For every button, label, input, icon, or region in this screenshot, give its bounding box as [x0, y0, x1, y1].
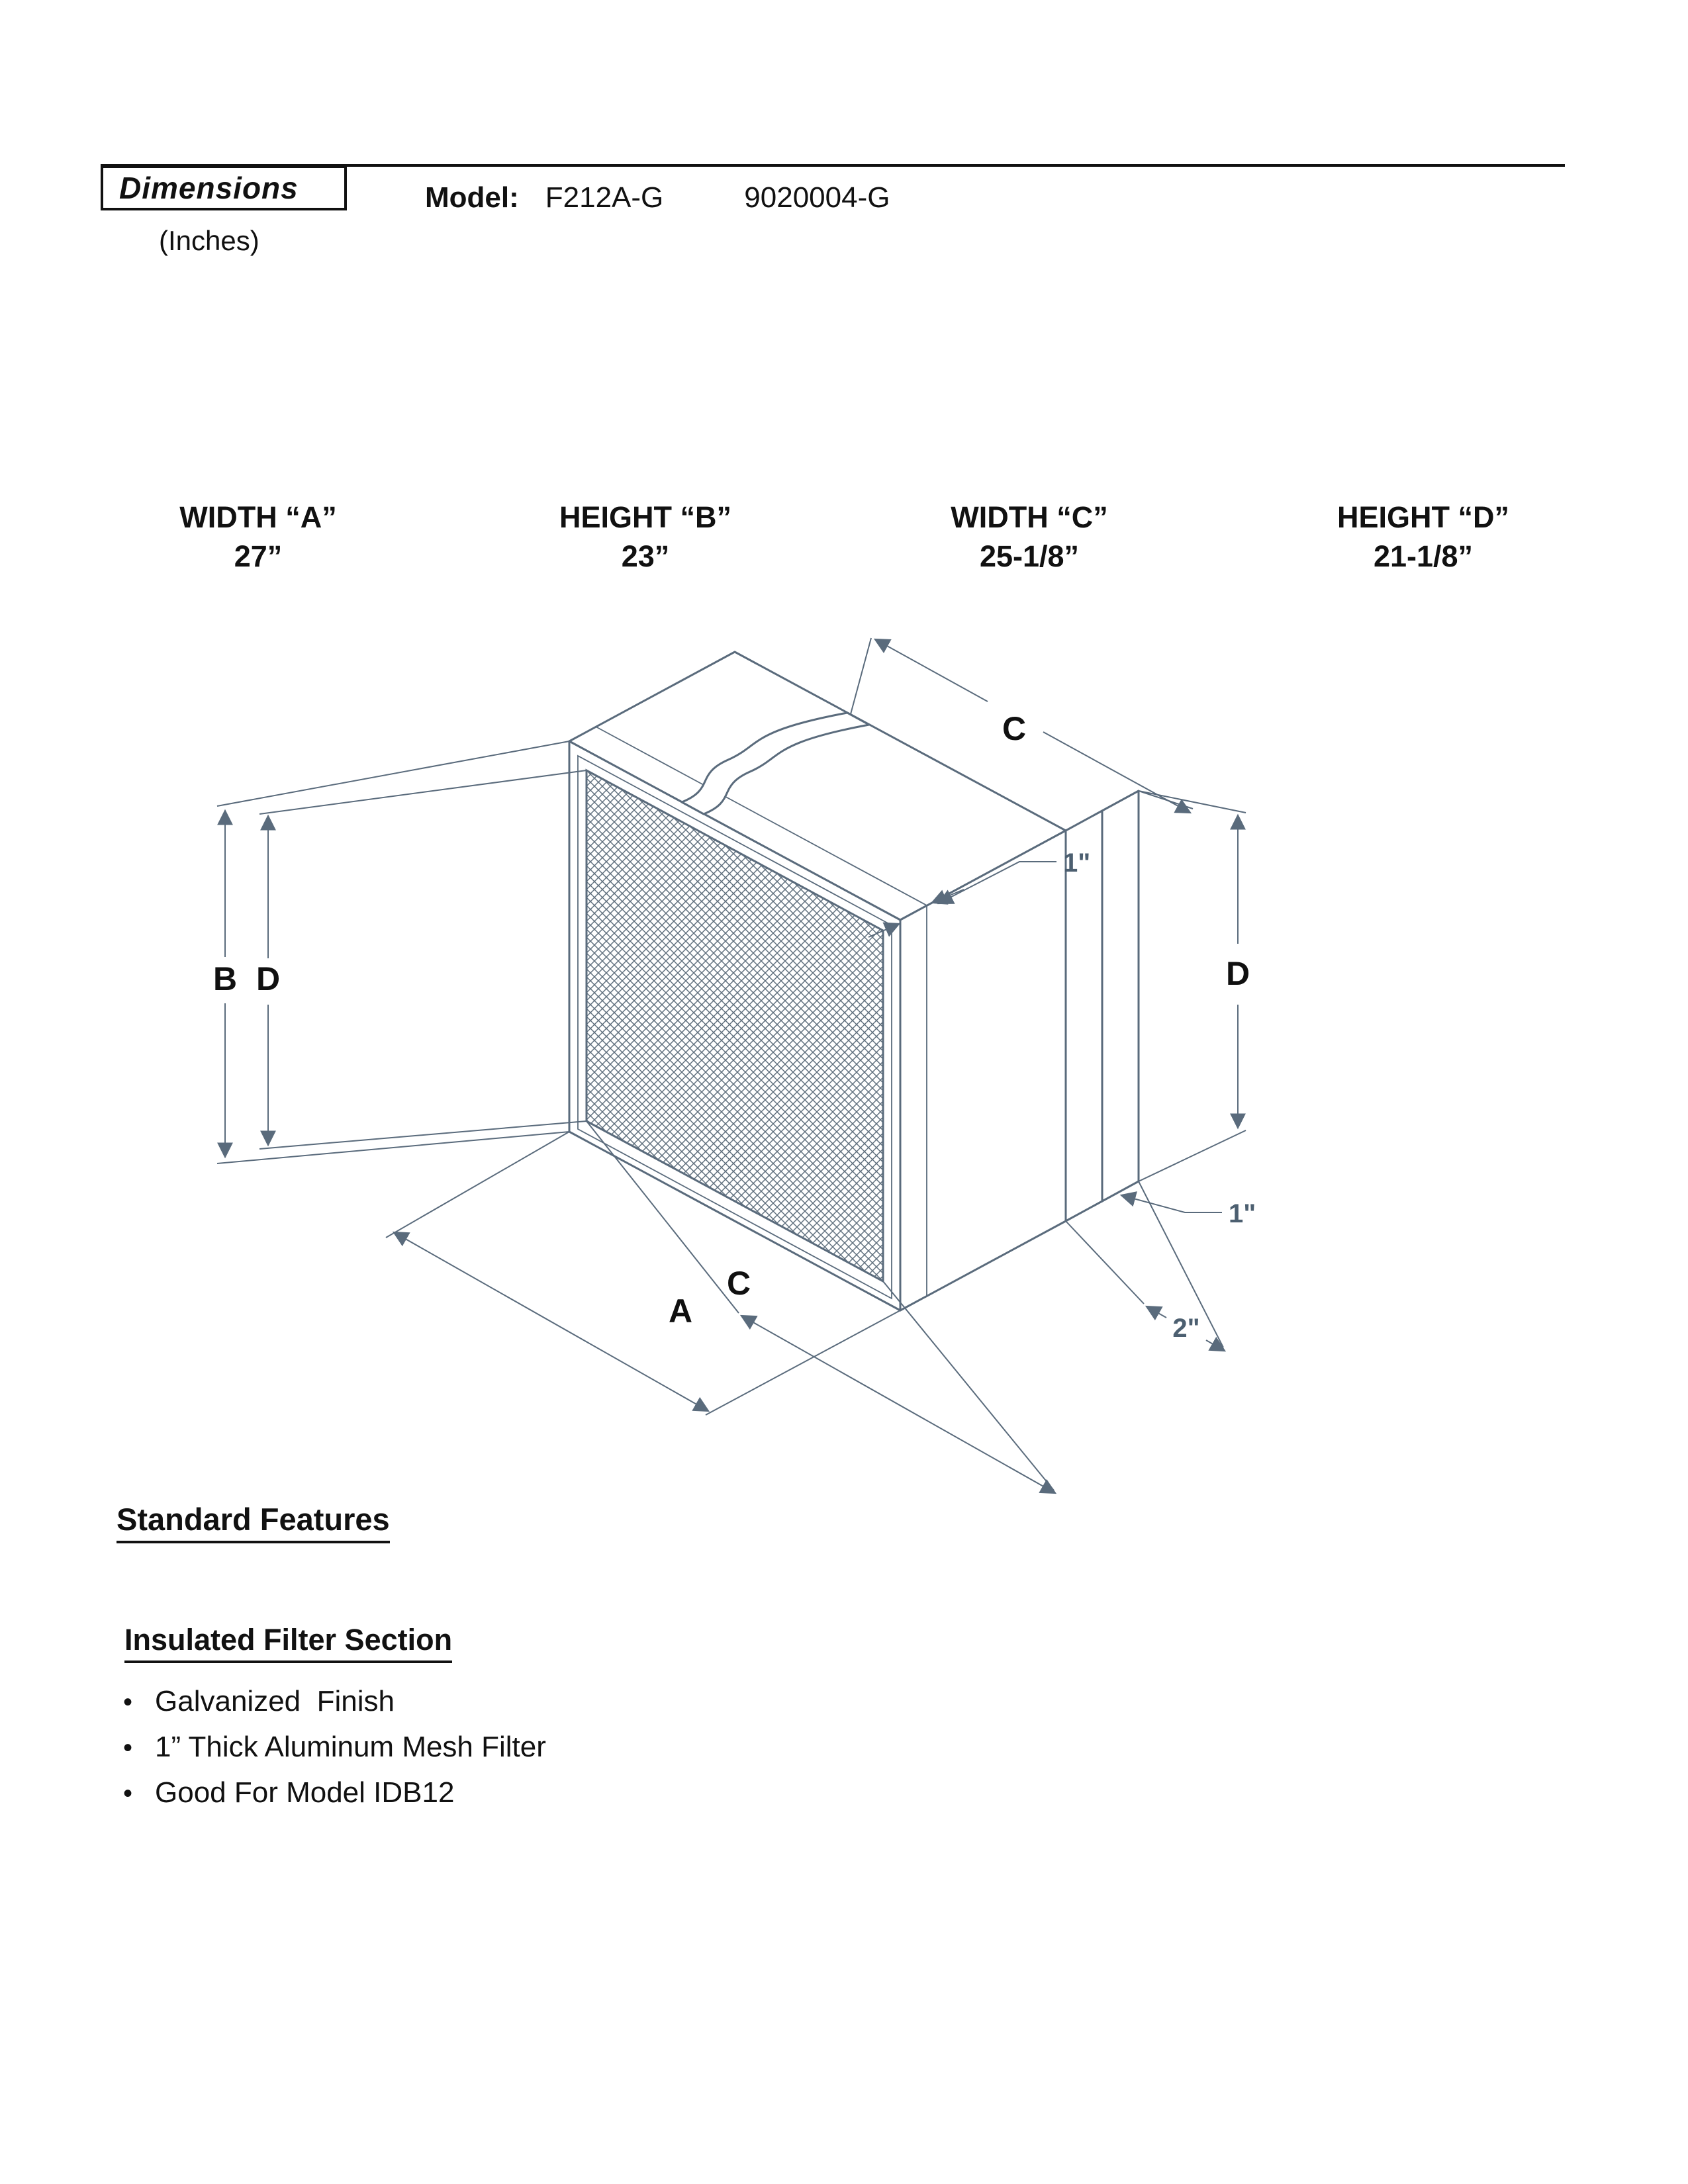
dimension-column-width-a: WIDTH “A” 27” — [86, 498, 430, 576]
dimension-column-height-b: HEIGHT “B” 23” — [473, 498, 818, 576]
bullet-icon: • — [123, 1779, 133, 1808]
standard-features-heading: Standard Features — [117, 1501, 390, 1543]
label-filter-thickness: 1" — [1063, 848, 1090, 878]
model-label: Model: — [425, 181, 519, 214]
insulated-filter-section-heading: Insulated Filter Section — [124, 1623, 453, 1663]
units-label: (Inches) — [159, 225, 259, 256]
dim-value: 21-1/8” — [1373, 539, 1474, 574]
dimension-column-height-d: HEIGHT “D” 21-1/8” — [1251, 498, 1595, 576]
rear-flange-face — [1101, 790, 1140, 1203]
bullet-icon: • — [123, 1688, 133, 1717]
label-width-c-top: C — [1002, 710, 1026, 747]
dim-label: HEIGHT “B” — [559, 500, 731, 534]
break-line — [680, 711, 870, 815]
dimensions-title: Dimensions — [119, 171, 299, 205]
dim-label: WIDTH “C” — [951, 500, 1108, 534]
detail-lines — [595, 726, 927, 1296]
dimensions-title-box: Dimensions — [101, 165, 347, 210]
feature-text: 1” Thick Aluminum Mesh Filter — [155, 1731, 546, 1763]
list-item: • Galvanized Finish — [123, 1685, 546, 1718]
list-item: • Good For Model IDB12 — [123, 1776, 546, 1809]
label-width-c-bottom: C — [727, 1265, 751, 1302]
dim-value: 27” — [234, 539, 283, 574]
feature-text: Good For Model IDB12 — [155, 1776, 455, 1809]
label-height-b: B — [213, 960, 237, 997]
top-rule — [101, 164, 1565, 167]
label-height-d-right: D — [1226, 955, 1250, 992]
dimension-column-width-c: WIDTH “C” 25-1/8” — [857, 498, 1201, 576]
dim-value: 25-1/8” — [979, 539, 1080, 574]
dimension-lines — [217, 638, 1246, 1494]
part-number: 9020004-G — [744, 181, 890, 214]
technical-drawing: B D C D A C 1" 1" 2" — [185, 576, 1264, 1509]
label-width-a: A — [669, 1293, 692, 1330]
feature-text: Galvanized Finish — [155, 1685, 395, 1717]
label-section-depth: 2" — [1172, 1314, 1199, 1343]
features-list: • Galvanized Finish • 1” Thick Aluminum … — [123, 1685, 546, 1822]
isometric-filter-drawing: B D C D A C 1" 1" 2" — [213, 637, 1256, 1494]
dim-value: 23” — [621, 539, 670, 574]
label-flange-thickness: 1" — [1229, 1199, 1256, 1228]
bullet-icon: • — [123, 1733, 133, 1762]
model-value: F212A-G — [545, 181, 664, 214]
list-item: • 1” Thick Aluminum Mesh Filter — [123, 1731, 546, 1764]
extension-lines — [216, 637, 1246, 1491]
front-frame-inner-line — [577, 754, 892, 1300]
label-height-d-left: D — [256, 960, 280, 997]
dim-label: HEIGHT “D” — [1336, 500, 1509, 534]
model-line: Model: F212A-G 9020004-G — [425, 181, 890, 214]
dim-label: WIDTH “A” — [179, 500, 337, 534]
